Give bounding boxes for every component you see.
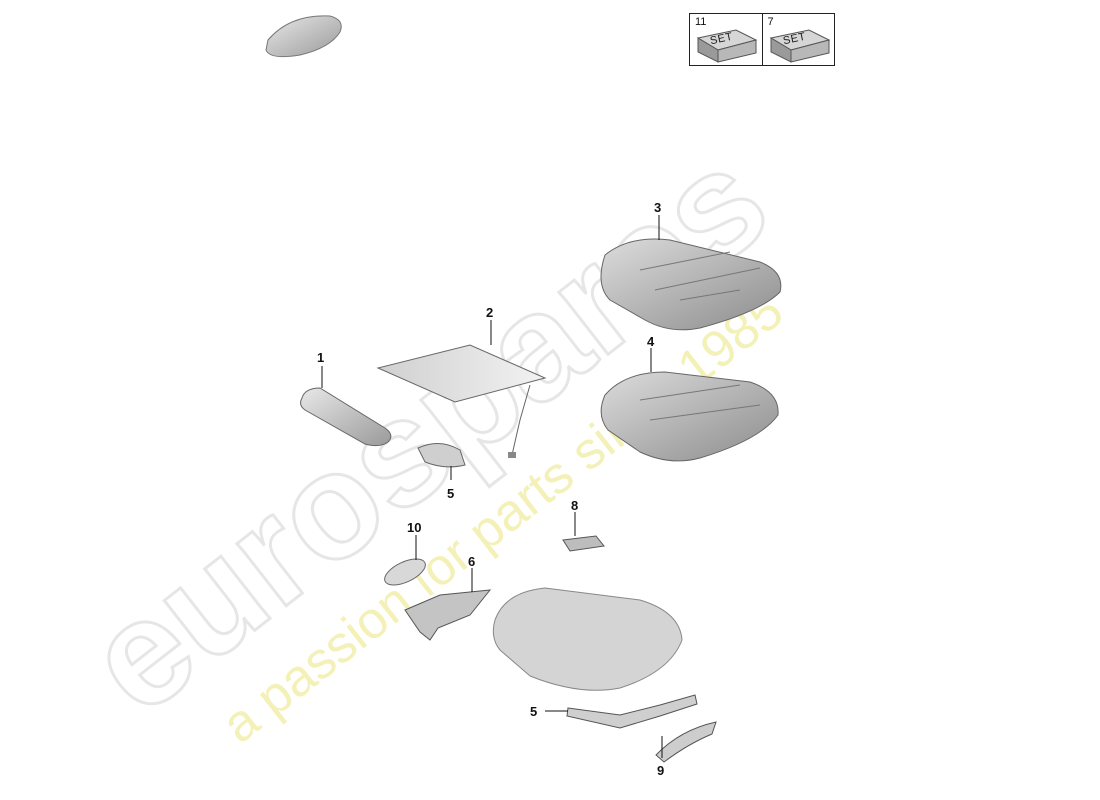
callout-10[interactable]: 10 bbox=[407, 520, 422, 535]
set-number: 11 bbox=[695, 16, 707, 28]
part-headrest-pad bbox=[265, 15, 342, 58]
set-package-icon bbox=[769, 29, 830, 63]
callout-8[interactable]: 8 bbox=[571, 498, 579, 513]
set-number: 7 bbox=[767, 16, 774, 28]
part-2-heating-mat bbox=[376, 344, 547, 458]
callout-4[interactable]: 4 bbox=[647, 334, 655, 349]
part-3-backrest bbox=[600, 238, 782, 331]
set-legend: 11 SET 7 SET bbox=[689, 13, 835, 66]
callout-5-lower[interactable]: 5 bbox=[530, 704, 538, 719]
callout-9[interactable]: 9 bbox=[657, 763, 665, 778]
part-5-strip-lower bbox=[566, 694, 698, 729]
callout-5-upper[interactable]: 5 bbox=[447, 486, 455, 501]
leader-lines bbox=[321, 215, 663, 758]
part-1-bolster bbox=[300, 387, 392, 447]
part-10-round-element bbox=[384, 558, 426, 586]
part-9-curved-panel bbox=[655, 721, 717, 763]
part-5-blower-upper bbox=[417, 443, 466, 468]
part-seat-foam bbox=[492, 587, 683, 691]
part-4-seat bbox=[600, 371, 779, 462]
part-6-frame-trim bbox=[404, 589, 492, 641]
callout-6[interactable]: 6 bbox=[468, 554, 476, 569]
set-package-icon bbox=[696, 29, 758, 63]
callout-1[interactable]: 1 bbox=[317, 350, 325, 365]
set-cell-11: 11 SET bbox=[690, 14, 763, 65]
callout-2[interactable]: 2 bbox=[486, 305, 494, 320]
set-cell-7: 7 SET bbox=[763, 14, 835, 65]
callout-3[interactable]: 3 bbox=[654, 200, 662, 215]
part-8-module bbox=[562, 535, 605, 552]
